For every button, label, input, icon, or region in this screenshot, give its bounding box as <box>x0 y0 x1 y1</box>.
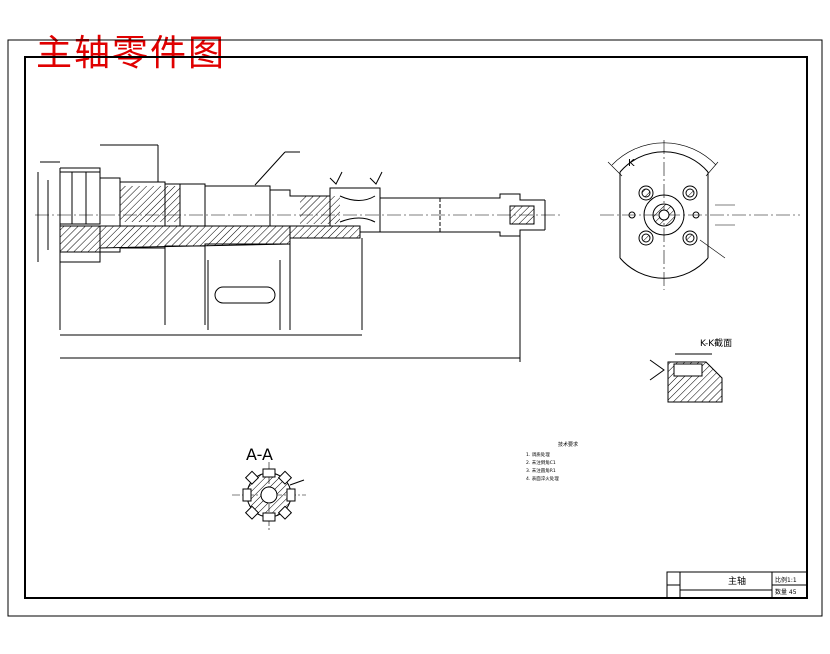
notes-heading: 技术要求 <box>558 441 578 448</box>
aa-section-view <box>232 462 306 530</box>
shaft-main-view <box>35 144 560 362</box>
title-block-part-name: 主轴 <box>728 575 746 587</box>
title-block-material: 数量 45 <box>775 588 797 596</box>
kk-section-view <box>649 353 723 403</box>
note-line: 2. 未注倒角C1 <box>526 459 556 466</box>
outer-border <box>7 39 823 617</box>
kk-section-label: K-K截面 <box>700 337 732 349</box>
drawing-overlay-title: 主轴零件图 <box>36 33 227 74</box>
aa-section-label: A-A <box>246 445 273 464</box>
title-block-scale: 比例1:1 <box>775 576 797 584</box>
note-line: 3. 未注圆角R1 <box>526 467 556 474</box>
inner-border <box>24 56 808 599</box>
title-block <box>666 571 808 599</box>
note-line: 4. 表面淬火处理 <box>526 475 559 482</box>
flange-end-view <box>600 140 800 290</box>
k-marker: K <box>628 158 635 169</box>
technical-notes: 技术要求 1. 调质处理 2. 未注倒角C1 3. 未注圆角R1 4. 表面淬火… <box>526 441 578 482</box>
note-line: 1. 调质处理 <box>526 451 550 458</box>
